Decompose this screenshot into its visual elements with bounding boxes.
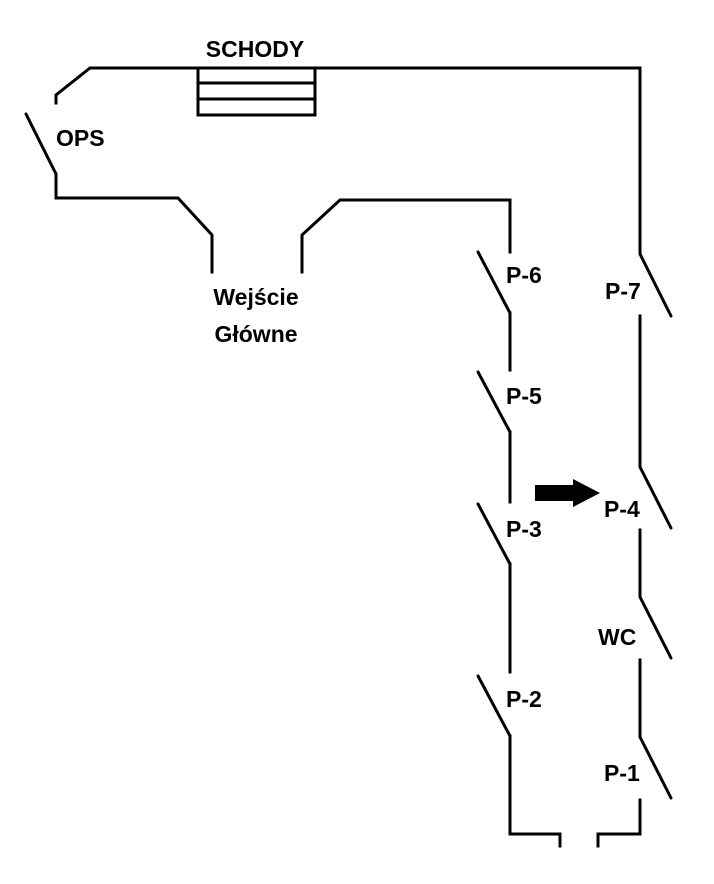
labels: SCHODY OPS Wejście Główne P-6 P-5 P-3 P-… — [56, 36, 641, 786]
door-p2 — [476, 674, 512, 738]
door-p7 — [638, 252, 673, 318]
room-label-p2: P-2 — [506, 686, 542, 712]
main-entrance-label-line2: Główne — [214, 321, 297, 347]
stairs-label: SCHODY — [206, 36, 304, 62]
walls — [54, 66, 642, 848]
room-label-p1: P-1 — [604, 760, 640, 786]
door-p5 — [476, 370, 512, 434]
room-label-p4: P-4 — [604, 496, 640, 522]
outer-wall-bottom — [596, 798, 642, 848]
door-ops — [24, 112, 58, 176]
top-wall — [54, 66, 642, 254]
room-label-p6: P-6 — [506, 262, 542, 288]
ops-label: OPS — [56, 125, 105, 151]
door-wc — [638, 595, 673, 660]
room-label-p3: P-3 — [506, 516, 542, 542]
doors — [24, 112, 673, 800]
entrance-right-wall — [300, 198, 512, 274]
room-label-p5: P-5 — [506, 383, 542, 409]
arrow-icon — [535, 479, 600, 507]
stairs-symbol — [196, 66, 317, 117]
door-p3 — [476, 502, 512, 566]
door-p6 — [476, 250, 512, 315]
left-lower-wall — [54, 172, 214, 274]
inner-wall-bottom — [508, 734, 562, 848]
main-entrance-label-line1: Wejście — [213, 284, 298, 310]
room-label-wc: WC — [598, 624, 636, 650]
door-p4 — [638, 465, 673, 530]
room-label-p7: P-7 — [605, 278, 641, 304]
door-p1 — [638, 735, 673, 800]
